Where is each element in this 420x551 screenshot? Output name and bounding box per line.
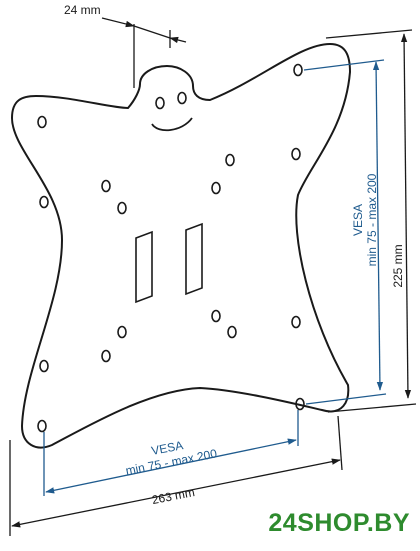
mounting-plate: [10, 42, 352, 449]
hole: [295, 397, 305, 411]
hole: [291, 147, 301, 161]
right-slot: [185, 222, 203, 296]
watermark-brand: 24SHOP.BY: [268, 509, 410, 537]
dimension-height: [325, 29, 417, 413]
vesa-vertical-dimension: [303, 59, 387, 405]
dimension-24mm: [101, 17, 187, 88]
hole: [211, 181, 221, 195]
dimension-width-label: 263 mm: [151, 485, 196, 507]
vesa-vertical-range: min 75 - max 200: [365, 173, 379, 266]
vesa-horizontal-dimension: [43, 410, 299, 496]
dimension-24mm-label: 24 mm: [64, 3, 101, 17]
center-slots: [135, 222, 203, 304]
vesa-vertical-title: VESA: [351, 204, 365, 236]
hole: [225, 153, 235, 167]
vesa-horizontal-title: VESA: [150, 438, 184, 458]
hole: [39, 359, 49, 373]
hole: [37, 419, 47, 433]
hole: [291, 315, 301, 329]
hole: [211, 309, 221, 323]
hole: [293, 63, 303, 77]
left-slot: [135, 230, 153, 304]
hole: [117, 201, 127, 215]
hole: [37, 115, 47, 129]
dimension-height-label: 225 mm: [391, 244, 405, 287]
smiley-icon: [151, 91, 193, 132]
mounting-holes: [37, 63, 305, 433]
hole: [39, 195, 49, 209]
hole: [227, 325, 237, 339]
hole: [117, 325, 127, 339]
hole: [101, 179, 111, 193]
hole: [101, 349, 111, 363]
